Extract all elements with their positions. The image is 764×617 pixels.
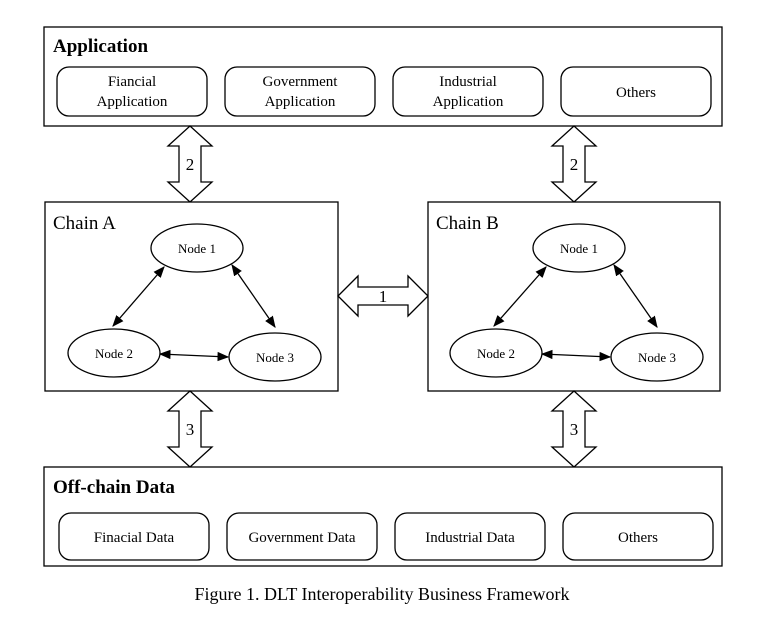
application-item-label: Application [97, 94, 168, 110]
chain-b: Chain B Node 1 Node 2 Node 3 [427, 201, 721, 392]
offchain-item-label: Others [618, 530, 658, 546]
application-layer: Application Fiancial Application Governm… [43, 26, 723, 127]
application-item-label: Government [263, 74, 339, 90]
chain-a-node-1: Node 1 [150, 223, 244, 273]
application-item-label: Fiancial [108, 74, 156, 90]
offchain-item-label: Government Data [248, 530, 355, 546]
node-link [231, 264, 276, 328]
node-label: Node 1 [560, 241, 598, 256]
application-item-label: Industrial [439, 74, 497, 90]
chain-b-node-2: Node 2 [449, 328, 543, 378]
chain-a-title: Chain A [53, 213, 116, 234]
node-link [540, 349, 612, 362]
arrow-label: 3 [570, 420, 579, 439]
node-link [112, 266, 165, 327]
node-label: Node 1 [178, 241, 216, 256]
arrow-chain-b-data: 3 [550, 390, 598, 468]
offchain-item-government: Government Data [226, 512, 378, 561]
node-label: Node 2 [477, 346, 515, 361]
node-label: Node 3 [638, 350, 676, 365]
offchain-item-label: Finacial Data [94, 530, 175, 546]
arrow-cross-chain: 1 [337, 274, 429, 318]
node-link [158, 349, 230, 362]
arrow-chain-a-data: 3 [166, 390, 214, 468]
figure-caption: Figure 1. DLT Interoperability Business … [195, 584, 570, 604]
arrow-label: 2 [186, 155, 195, 174]
arrow-app-chain-a: 2 [166, 125, 214, 203]
chain-b-node-1: Node 1 [532, 223, 626, 273]
offchain-layer-title: Off-chain Data [53, 477, 175, 498]
application-item-government: Government Application [224, 66, 376, 117]
node-link [493, 266, 547, 327]
offchain-item-others: Others [562, 512, 714, 561]
application-item-industrial: Industrial Application [392, 66, 544, 117]
offchain-item-financial: Finacial Data [58, 512, 210, 561]
arrow-label: 3 [186, 420, 195, 439]
chain-a: Chain A Node 1 Node 2 Node 3 [44, 201, 339, 392]
node-label: Node 3 [256, 350, 294, 365]
node-label: Node 2 [95, 346, 133, 361]
chain-b-node-3: Node 3 [610, 332, 704, 382]
application-item-label: Others [616, 85, 656, 101]
application-layer-title: Application [53, 36, 148, 57]
application-item-financial: Fiancial Application [56, 66, 208, 117]
arrow-app-chain-b: 2 [550, 125, 598, 203]
chain-a-node-2: Node 2 [67, 328, 161, 378]
chain-b-title: Chain B [436, 213, 499, 234]
offchain-item-industrial: Industrial Data [394, 512, 546, 561]
chain-a-node-3: Node 3 [228, 332, 322, 382]
application-item-others: Others [560, 66, 712, 117]
offchain-layer: Off-chain Data Finacial Data Government … [43, 466, 723, 567]
application-item-label: Application [265, 94, 336, 110]
arrow-label: 2 [570, 155, 579, 174]
arrow-label: 1 [379, 287, 388, 306]
application-item-label: Application [433, 94, 504, 110]
node-link [613, 264, 658, 328]
offchain-item-label: Industrial Data [425, 530, 515, 546]
